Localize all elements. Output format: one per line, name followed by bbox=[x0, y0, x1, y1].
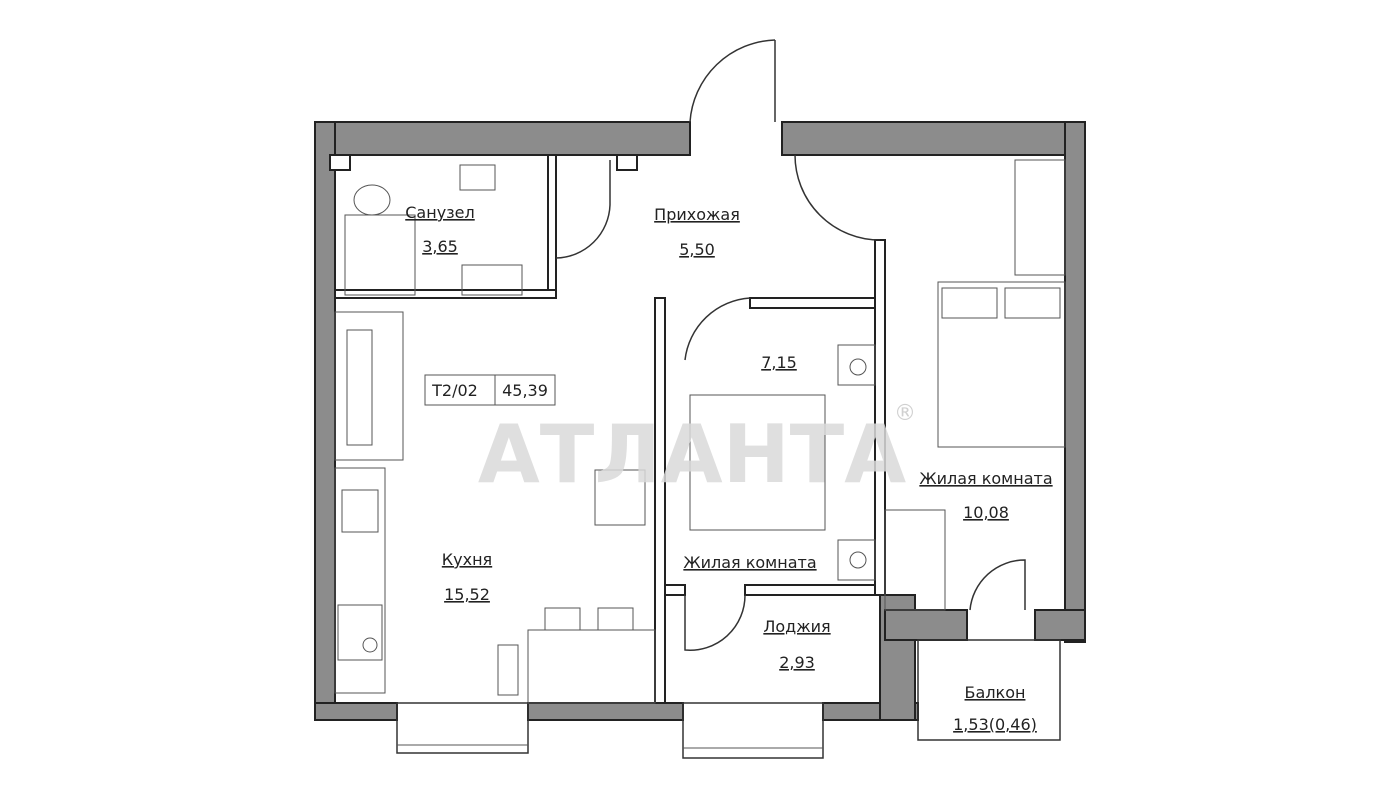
apartment-code: T2/02 bbox=[431, 381, 478, 400]
room-area-loggia: 2,93 bbox=[779, 653, 815, 672]
room-name-bedroom-large: Жилая комната bbox=[919, 469, 1052, 488]
room-area-bathroom: 3,65 bbox=[422, 237, 458, 256]
room-name-kitchen: Кухня bbox=[442, 550, 492, 569]
room-area-kitchen: 15,52 bbox=[444, 585, 490, 604]
room-area-balcony: 1,53(0,46) bbox=[953, 715, 1037, 734]
room-area-bedroom-small: 7,15 bbox=[761, 353, 797, 372]
room-area-bedroom-large: 10,08 bbox=[963, 503, 1009, 522]
doors bbox=[555, 39, 1026, 651]
windows bbox=[396, 639, 1061, 759]
room-name-hallway: Прихожая bbox=[654, 205, 740, 224]
room-name-balcony: Балкон bbox=[965, 683, 1026, 702]
watermark-logo: АТЛАНТА bbox=[478, 408, 906, 501]
room-name-bedroom-small: Жилая комната bbox=[683, 553, 816, 572]
registered-mark: ® bbox=[894, 401, 916, 426]
total-area: 45,39 bbox=[502, 381, 548, 400]
room-area-hallway: 5,50 bbox=[679, 240, 715, 259]
room-name-loggia: Лоджия bbox=[763, 617, 830, 636]
furniture bbox=[334, 159, 1066, 704]
room-name-bathroom: Санузел bbox=[405, 203, 474, 222]
